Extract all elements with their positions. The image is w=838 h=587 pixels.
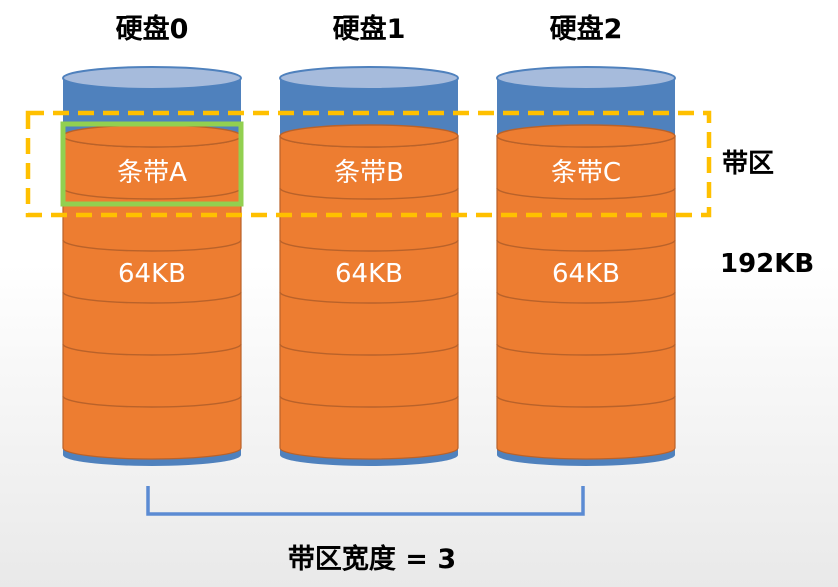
stripe-width-bracket — [146, 486, 585, 516]
disk-2: 硬盘2 条带C 64KB — [496, 13, 676, 466]
disk-1-segment-divider — [279, 291, 459, 304]
stripe-label: 带区 — [722, 149, 774, 179]
disk-2-title: 硬盘2 — [550, 13, 623, 45]
disk-2-segment-divider — [496, 239, 676, 252]
disk-2-segment-divider — [496, 343, 676, 356]
disk-0-segment-divider — [62, 239, 242, 252]
disk-0-size-label: 64KB — [118, 259, 186, 289]
disk-2-size-label: 64KB — [552, 259, 620, 289]
disk-1-size-label: 64KB — [335, 259, 403, 289]
disk-1-strip-label: 条带B — [334, 158, 404, 188]
disk-2-segment-top — [496, 124, 676, 148]
disk-0-segment-divider — [62, 395, 242, 408]
disk-0-top-cap — [62, 66, 242, 90]
disk-1-segment-divider — [279, 187, 459, 200]
disk-0-segment-top — [62, 124, 242, 148]
disk-0-segment-divider — [62, 343, 242, 356]
disk-2-segment-divider — [496, 187, 676, 200]
disk-1-segment-divider — [279, 239, 459, 252]
disk-2-segment-divider — [496, 395, 676, 408]
disk-1-segment-top — [279, 124, 459, 148]
disk-2-segment-divider — [496, 291, 676, 304]
disk-1-segment-divider — [279, 395, 459, 408]
stripe-size-label: 192KB — [720, 249, 814, 279]
stripe-width-label: 带区宽度 = 3 — [288, 543, 456, 575]
disk-0-strip-label: 条带A — [117, 158, 187, 188]
disk-0-title: 硬盘0 — [116, 13, 189, 45]
disk-2-strip-label: 条带C — [551, 158, 621, 188]
stripe-dashed-box — [25, 110, 712, 218]
disk-1-title: 硬盘1 — [333, 13, 406, 45]
disk-1-segment-divider — [279, 343, 459, 356]
disk-0-segment-divider — [62, 187, 242, 200]
disk-1-top-cap — [279, 66, 459, 90]
disk-0: 硬盘0 条带A 64KB — [62, 13, 242, 466]
disk-2-top-cap — [496, 66, 676, 90]
strip-a-highlight-box — [60, 121, 244, 207]
disk-1: 硬盘1 条带B 64KB — [279, 13, 459, 466]
disk-0-segment-divider — [62, 291, 242, 304]
